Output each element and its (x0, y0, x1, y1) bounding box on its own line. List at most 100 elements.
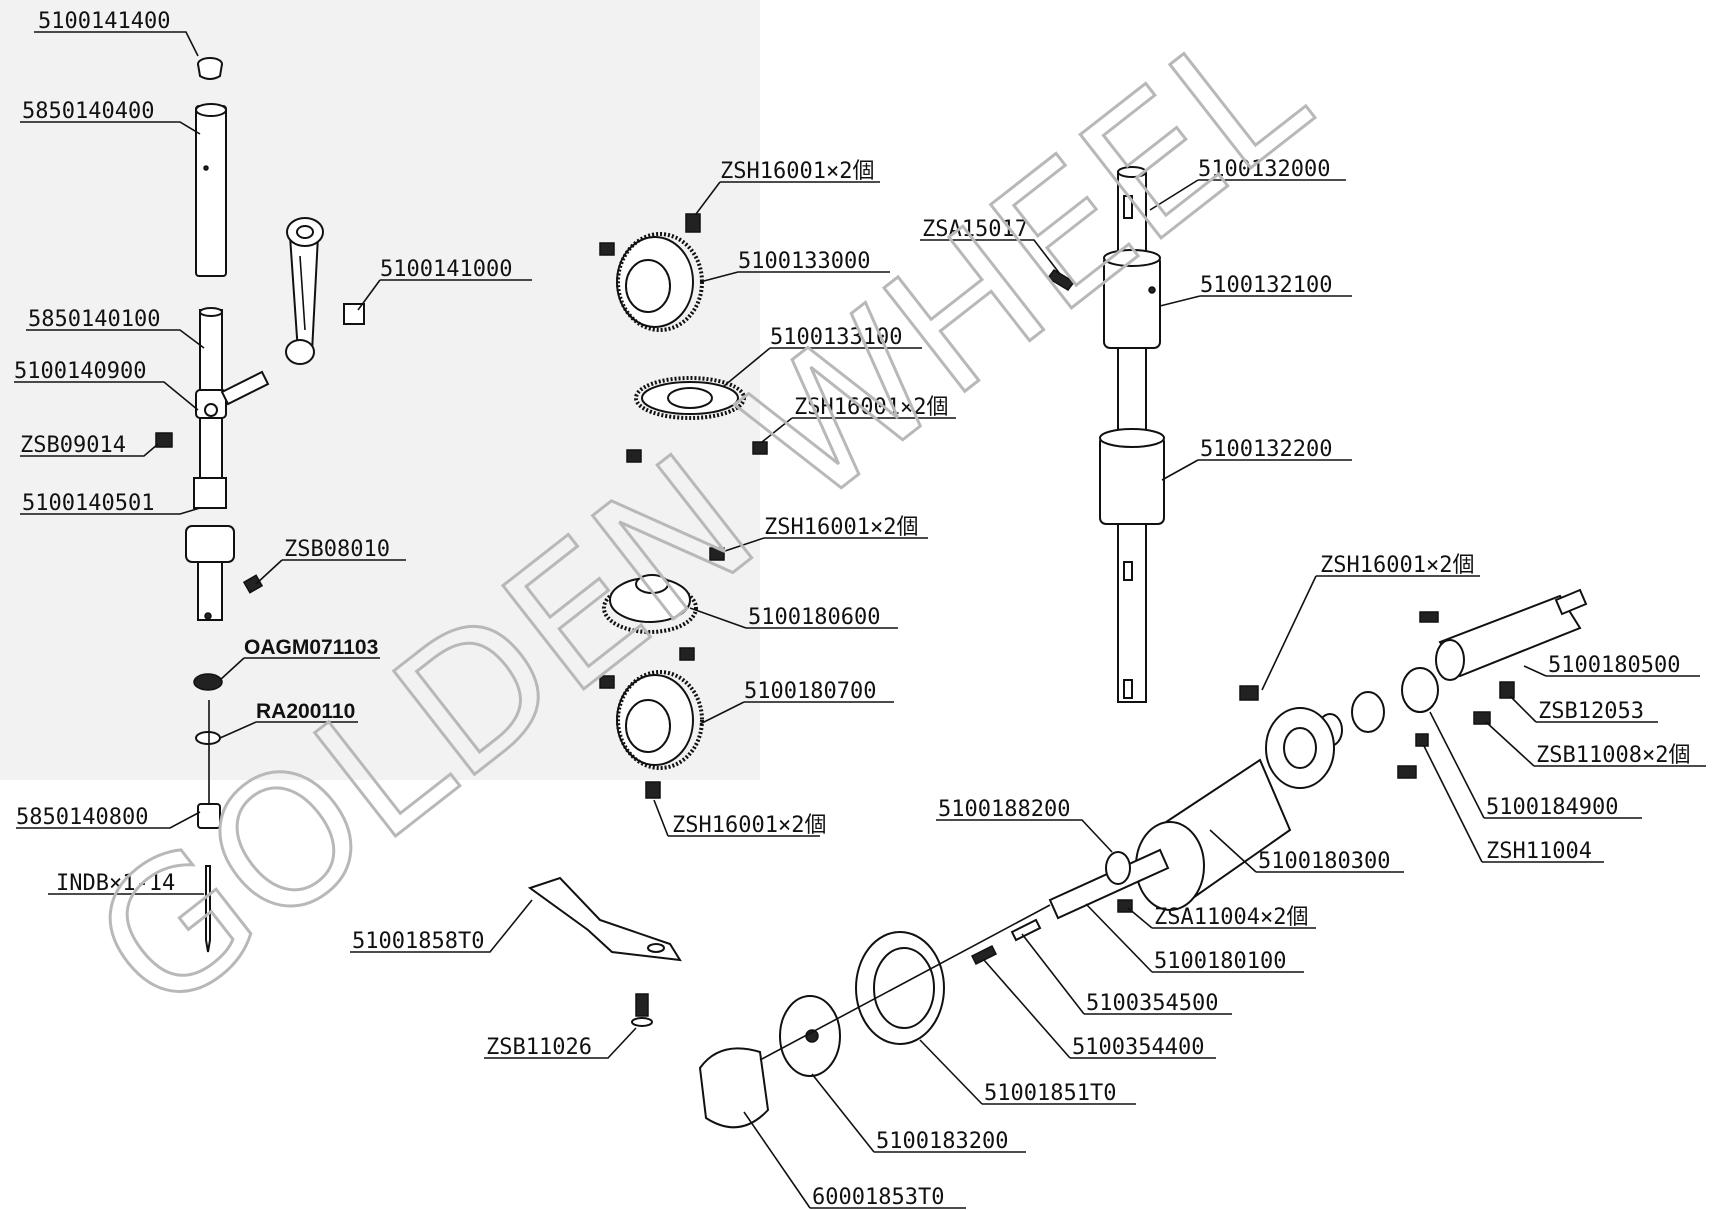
label-51001858T0: 51001858T0 (352, 929, 484, 954)
rod-slot (299, 255, 306, 331)
screw-hg-b (1397, 765, 1417, 779)
rod-lower-eye (285, 339, 315, 365)
leader-lines (14, 31, 1706, 1209)
label-5100132200: 5100132200 (1200, 437, 1332, 462)
screw-g4a (599, 675, 615, 689)
shaft-keyway-end (1123, 679, 1133, 699)
shaft-top-end (1117, 166, 1147, 178)
gear-teeth-2 (634, 376, 746, 420)
needle-bar-assembly (155, 57, 365, 953)
lower-shaft (197, 561, 223, 621)
screw-zsh11004 (1415, 733, 1429, 747)
label-5100132000: 5100132000 (1198, 157, 1330, 182)
label-5850140400: 5850140400 (22, 99, 154, 124)
label-zsb11026: ZSB11026 (486, 1035, 592, 1060)
shaft-end-hole (204, 612, 212, 620)
label-5100354400: 5100354400 (1072, 1035, 1204, 1060)
label-5100141000: 5100141000 (380, 257, 512, 282)
label-zsh11004: ZSH11004 (1486, 839, 1592, 864)
lower-shaft-section (193, 477, 227, 509)
label-5850140100: 5850140100 (28, 307, 160, 332)
label-5100180100: 5100180100 (1154, 949, 1286, 974)
shaft-top (199, 307, 223, 317)
label-zsa11004: ZSA11004×2個 (1154, 905, 1308, 930)
screw-g2b (752, 441, 768, 455)
label-60001853T0: 60001853T0 (812, 1185, 944, 1210)
label-5100133100: 5100133100 (770, 325, 902, 350)
part-labels: 5100141400 5850140400 5100141000 5850140… (14, 9, 1690, 1210)
label-5100183200: 5100183200 (876, 1129, 1008, 1154)
label-zsb12053: ZSB12053 (1538, 699, 1644, 724)
bobbin-case-60001853T0 (698, 1047, 770, 1129)
gear-bore-3 (635, 574, 669, 594)
set-screw-zsa15017 (1046, 269, 1076, 291)
bushing-top (1099, 428, 1165, 448)
background-panel (0, 0, 760, 780)
shaft-collar-5100188200 (1105, 851, 1131, 885)
screw-g1b (685, 213, 701, 233)
label-5100141400: 5100141400 (38, 9, 170, 34)
label-oagm071103: OAGM071103 (244, 636, 378, 659)
label-5100133000: 5100133000 (738, 249, 870, 274)
screw-zsb12053 (1499, 681, 1515, 699)
label-5100354500: 5100354500 (1086, 991, 1218, 1016)
label-indb: INDB×1-14 (56, 871, 175, 896)
rotary-hook-inner (873, 947, 935, 1029)
screw-zsb11008-a (1419, 611, 1439, 623)
plate-51001858T0 (527, 876, 682, 962)
cap-body (197, 63, 223, 80)
vertical-shaft-assembly (1046, 166, 1165, 703)
clamp-hole (204, 403, 218, 417)
label-zsh16001-d: ZSH16001×2個 (672, 813, 826, 838)
coupling-5100184900 (1401, 667, 1439, 713)
hook-axis (759, 904, 1051, 1061)
tube-hole (203, 165, 209, 171)
bevel-gear-group (599, 213, 768, 799)
screw-g1a (599, 242, 615, 256)
upper-tube-top (195, 103, 227, 117)
label-5100180300: 5100180300 (1258, 849, 1390, 874)
shaft-bushing-5100132200 (1099, 435, 1165, 525)
shaft-keyway-top (1123, 195, 1133, 219)
screw-g4b (645, 781, 661, 799)
coupling-ring (1351, 691, 1385, 733)
screw-g2a (626, 449, 642, 463)
label-zsh16001-c: ZSH16001×2個 (764, 515, 918, 540)
label-zsa15017: ZSA15017 (922, 217, 1028, 242)
pin-5100354500 (1010, 918, 1042, 942)
plate-hole (647, 943, 665, 953)
label-5100180700: 5100180700 (744, 679, 876, 704)
thread-guide-collar (185, 525, 235, 563)
screw-zsb11008-b (1473, 711, 1491, 725)
label-5100180600: 5100180600 (748, 605, 880, 630)
label-5100184900: 5100184900 (1486, 795, 1618, 820)
label-51001851T0: 51001851T0 (984, 1081, 1116, 1106)
screw-hg-a (1239, 685, 1259, 701)
screw-zsb11026 (635, 993, 649, 1017)
clamp-stud (220, 370, 270, 406)
rod-upper-hole (296, 225, 314, 239)
label-5100180500: 5100180500 (1548, 653, 1680, 678)
spring-oagm071103 (193, 673, 223, 691)
shaft-key-end (1554, 588, 1588, 616)
screw-g3b (679, 647, 695, 661)
gear-bore-1 (625, 259, 671, 313)
label-zsh16001-a: ZSH16001×2個 (720, 159, 874, 184)
ring-ra200110 (195, 731, 221, 745)
label-zsh16001-e: ZSH16001×2個 (1320, 553, 1474, 578)
gear-teeth-4 (616, 670, 704, 770)
gear-bore-4 (625, 699, 671, 753)
label-5100188200: 5100188200 (938, 797, 1070, 822)
collar-hole (1148, 286, 1156, 294)
upper-tube (195, 105, 227, 277)
hook-gear-bore (1283, 727, 1317, 769)
label-ra200110: RA200110 (256, 700, 355, 723)
shaft-keyway-bottom (1123, 561, 1133, 581)
pin-5100354400 (970, 944, 998, 966)
hook-shaft-assembly (698, 588, 1588, 1129)
screw-zsb11026-head (631, 1017, 653, 1027)
feed-plate-group (527, 876, 682, 1027)
label-zsb11008: ZSB11008×2個 (1536, 743, 1690, 768)
label-5100140900: 5100140900 (14, 359, 146, 384)
